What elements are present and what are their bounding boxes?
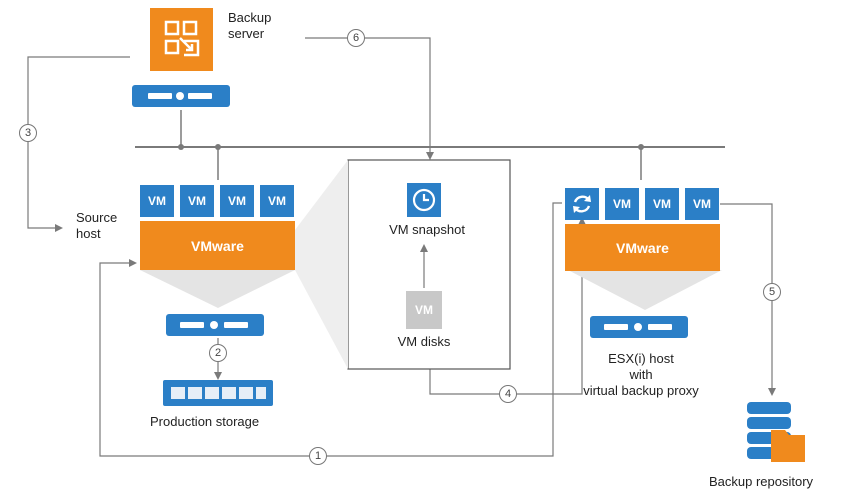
source-vm-1: VM <box>140 185 174 217</box>
production-storage-label: Production storage <box>150 414 260 429</box>
esxi-vmware-layer: VMware <box>565 224 720 271</box>
step-4: 4 <box>499 385 517 403</box>
source-vm-4: VM <box>260 185 294 217</box>
vm-snapshot-label: VM snapshot <box>389 222 465 237</box>
esxi-vm-1: VM <box>605 188 639 220</box>
esxi-host-label: ESX(i) host with virtual backup proxy <box>583 351 699 398</box>
step-5: 5 <box>763 283 781 301</box>
step-3: 3 <box>19 124 37 142</box>
step-6: 6 <box>347 29 365 47</box>
backup-repository-label: Backup repository <box>709 474 814 489</box>
database-folder-icon <box>745 400 809 466</box>
backup-server-rack-icon <box>132 85 230 107</box>
refresh-icon <box>565 188 599 220</box>
source-vm-2: VM <box>180 185 214 217</box>
vm-disks-label: VM disks <box>397 334 451 349</box>
backup-server-icon <box>150 8 213 71</box>
esxi-vm-2: VM <box>645 188 679 220</box>
esxi-vm-3: VM <box>685 188 719 220</box>
source-vm-3: VM <box>220 185 254 217</box>
vm-disk-icon: VM <box>406 291 442 329</box>
step-1: 1 <box>309 447 327 465</box>
clock-icon <box>407 183 441 217</box>
source-host-label: Source host <box>76 210 118 241</box>
source-vmware-layer: VMware <box>140 221 295 270</box>
esxi-server-rack-icon <box>590 316 688 338</box>
backup-server-label: Backup server <box>228 10 272 41</box>
step-2: 2 <box>209 344 227 362</box>
storage-array-icon <box>163 380 273 406</box>
source-server-rack-icon <box>166 314 264 336</box>
